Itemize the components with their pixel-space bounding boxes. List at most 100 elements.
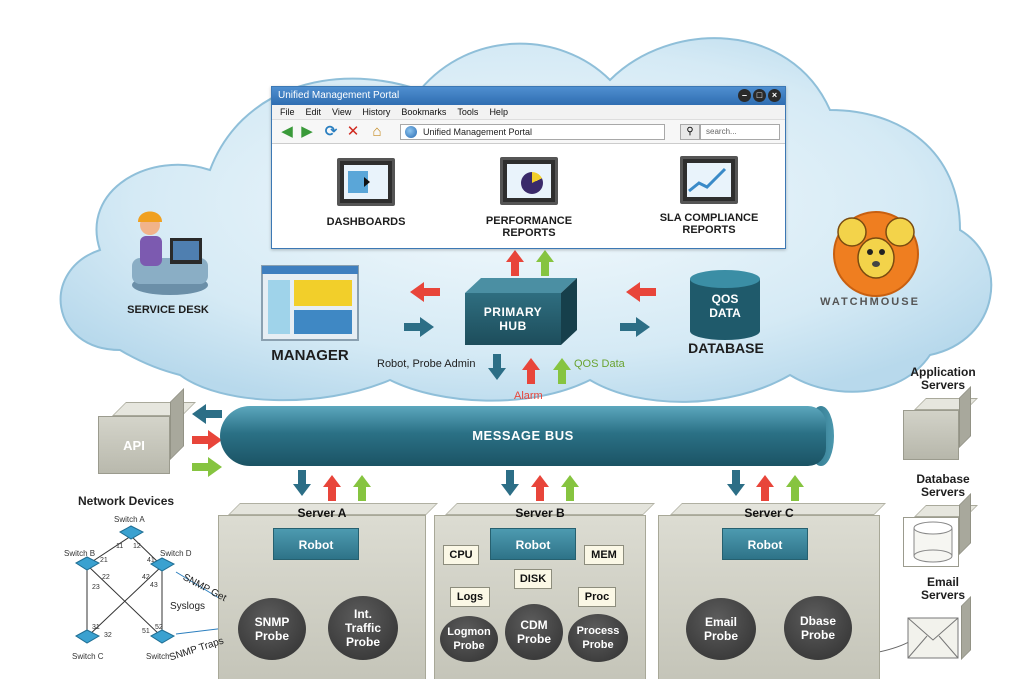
process-probe-l2: Probe xyxy=(582,639,614,651)
database-servers-label: Database Servers xyxy=(896,473,990,499)
hub-label-line2: HUB xyxy=(499,319,527,333)
port-52: 52 xyxy=(155,624,163,631)
maximize-icon[interactable]: □ xyxy=(753,89,766,102)
disk-chip: DISK xyxy=(514,569,552,589)
cdm-probe-l2: Probe xyxy=(516,632,551,646)
switch-d-label: Switch D xyxy=(160,549,192,558)
db-label-line1: QOS xyxy=(711,292,739,306)
database-server-box[interactable] xyxy=(903,517,959,567)
home-icon[interactable]: ⌂ xyxy=(372,123,382,140)
proc-chip: Proc xyxy=(578,587,616,607)
mem-chip: MEM xyxy=(584,545,624,565)
dashboards-label: DASHBOARDS xyxy=(326,216,406,228)
window-title: Unified Management Portal xyxy=(278,90,400,101)
stop-icon[interactable]: ✕ xyxy=(346,123,360,140)
globe-icon xyxy=(405,126,417,138)
port-31: 31 xyxy=(92,624,100,631)
port-43: 43 xyxy=(150,582,158,589)
app-servers-l2: Servers xyxy=(920,378,966,392)
address-text: Unified Management Portal xyxy=(423,127,533,137)
manager-label: MANAGER xyxy=(271,347,349,364)
process-probe-l1: Process xyxy=(576,625,620,637)
menu-edit[interactable]: Edit xyxy=(305,107,322,117)
sla-label-line2: REPORTS xyxy=(682,224,736,236)
switch-e-label: Switch xyxy=(146,652,170,661)
dbase-probe-l2: Probe xyxy=(800,628,835,642)
port-23: 23 xyxy=(92,584,100,591)
close-icon[interactable]: × xyxy=(768,89,781,102)
email-servers-l2: Servers xyxy=(920,588,966,602)
app-servers-l1: Application xyxy=(910,365,976,379)
network-devices-title: Network Devices xyxy=(78,494,175,508)
dbase-probe[interactable]: Dbase Probe xyxy=(784,596,852,660)
email-servers-l1: Email xyxy=(926,575,959,589)
menu-view[interactable]: View xyxy=(332,107,352,117)
server-b-robot[interactable]: Robot xyxy=(490,528,576,560)
address-bar[interactable]: Unified Management Portal xyxy=(400,124,665,140)
email-probe-l1: Email xyxy=(704,615,737,629)
process-probe[interactable]: Process Probe xyxy=(568,614,628,662)
application-server-box[interactable] xyxy=(903,410,959,460)
robot-probe-admin-label: Robot, Probe Admin xyxy=(377,358,476,370)
port-51: 51 xyxy=(142,628,150,635)
watchmouse-brand: WATCHMOUSE xyxy=(820,296,920,308)
menu-history[interactable]: History xyxy=(362,107,391,117)
email-server-side xyxy=(961,596,971,660)
port-11: 11 xyxy=(116,543,124,550)
performance-reports-icon[interactable] xyxy=(500,157,558,205)
service-desk-icon xyxy=(132,211,208,295)
cpu-chip: CPU xyxy=(443,545,479,565)
traffic-probe-l2: Traffic xyxy=(344,621,381,635)
server-a-robot[interactable]: Robot xyxy=(273,528,359,560)
traffic-probe-l1: Int. xyxy=(354,607,372,621)
server-c-title: Server C xyxy=(744,506,794,520)
window-title-bar: Unified Management Portal – □ × xyxy=(272,87,785,105)
refresh-icon[interactable]: ⟳ xyxy=(324,123,338,140)
int-traffic-probe[interactable]: Int. Traffic Probe xyxy=(328,596,398,660)
db-servers-l2: Servers xyxy=(920,485,966,499)
syslogs-label: Syslogs xyxy=(170,601,206,612)
snmp-probe[interactable]: SNMP Probe xyxy=(238,598,306,660)
snmp-probe-l1: SNMP xyxy=(254,615,290,629)
email-envelope-icon xyxy=(907,617,959,659)
menu-bookmarks[interactable]: Bookmarks xyxy=(401,107,447,117)
window-controls: – □ × xyxy=(738,89,781,102)
sla-compliance-label: SLA COMPLIANCE REPORTS xyxy=(650,212,768,236)
minimize-icon[interactable]: – xyxy=(738,89,751,102)
qos-data-label: QOS Data xyxy=(574,358,625,370)
service-desk-label: SERVICE DESK xyxy=(127,304,209,316)
email-probe[interactable]: Email Probe xyxy=(686,598,756,660)
database-cylinder-icon xyxy=(913,521,953,563)
logmon-probe-l2: Probe xyxy=(453,640,485,652)
server-b-title: Server B xyxy=(515,506,565,520)
dashboards-icon[interactable] xyxy=(337,158,395,206)
email-probe-l2: Probe xyxy=(703,629,738,643)
switch-a-label: Switch A xyxy=(114,515,145,524)
menu-tools[interactable]: Tools xyxy=(457,107,479,117)
search-icon[interactable]: ⚲ xyxy=(680,124,700,140)
performance-label-line1: PERFORMANCE xyxy=(485,215,573,227)
cdm-probe[interactable]: CDM Probe xyxy=(505,604,563,660)
sla-compliance-icon[interactable] xyxy=(680,156,738,204)
primary-hub[interactable]: PRIMARY HUB xyxy=(465,293,561,345)
port-42: 42 xyxy=(142,574,150,581)
performance-reports-label: PERFORMANCE REPORTS xyxy=(470,215,588,239)
back-arrow-icon[interactable]: ◀ xyxy=(281,123,293,140)
sla-label-line1: SLA COMPLIANCE xyxy=(659,212,759,224)
hub-label-line1: PRIMARY xyxy=(483,305,543,319)
traffic-probe-l3: Probe xyxy=(345,635,380,649)
menu-file[interactable]: File xyxy=(280,107,295,117)
server-c-robot[interactable]: Robot xyxy=(722,528,808,560)
dbase-probe-l1: Dbase xyxy=(799,614,837,628)
performance-label-line2: REPORTS xyxy=(502,227,556,239)
qos-data-cylinder[interactable]: QOS DATA xyxy=(690,270,760,340)
snmp-probe-l2: Probe xyxy=(254,629,289,643)
logmon-probe[interactable]: Logmon Probe xyxy=(440,616,498,662)
message-bus[interactable]: MESSAGE BUS xyxy=(220,406,826,466)
db-servers-l1: Database xyxy=(916,472,970,486)
forward-arrow-icon[interactable]: ▶ xyxy=(301,123,313,140)
primary-hub-box xyxy=(465,278,577,345)
menu-help[interactable]: Help xyxy=(489,107,508,117)
api-box[interactable]: API xyxy=(98,416,170,474)
search-input[interactable]: search... xyxy=(700,124,780,140)
